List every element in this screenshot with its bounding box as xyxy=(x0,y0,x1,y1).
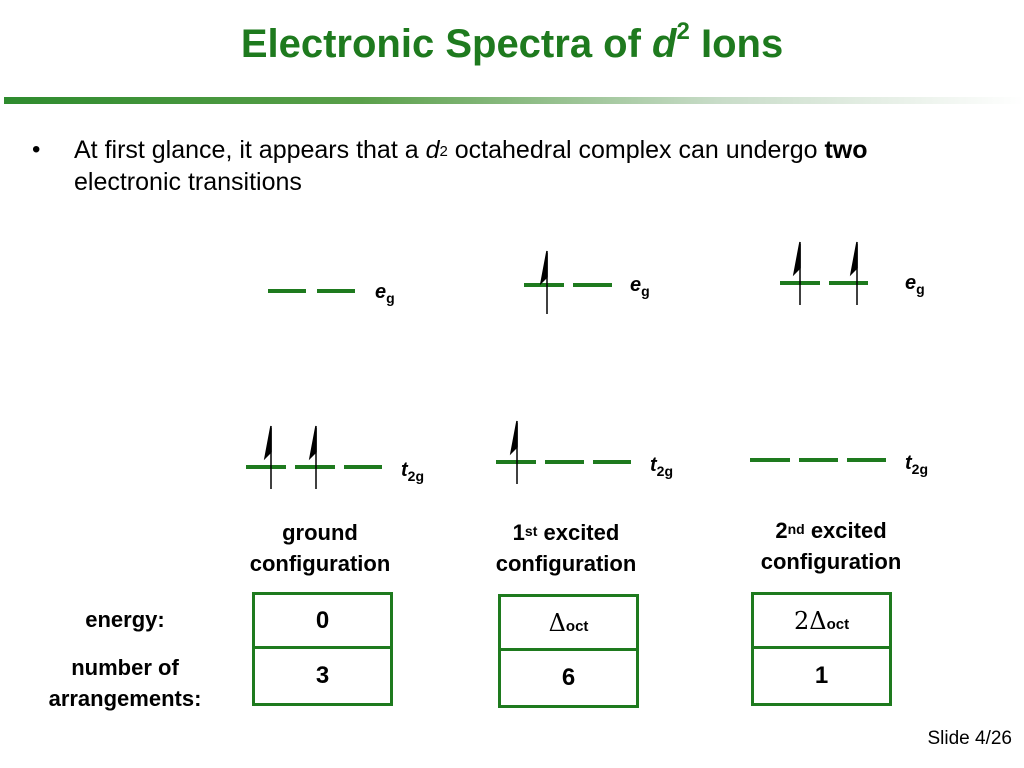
electron-arrow-icon xyxy=(509,420,518,484)
second-excited-arrangements: 1 xyxy=(814,662,829,689)
ground-energy: 0 xyxy=(255,595,390,649)
electron-arrow-icon xyxy=(308,425,317,489)
electron-arrow-icon xyxy=(849,241,858,305)
ground-value-box: 0 3 xyxy=(252,592,393,706)
bullet-text: At first glance, it appears that a d2 oc… xyxy=(74,136,868,196)
slide-number: Slide 4/26 xyxy=(927,728,1012,749)
slide-title: Electronic Spectra of d2 Ions xyxy=(240,18,784,66)
ground-arrangements: 3 xyxy=(315,662,330,689)
first-excited-arrangements: 6 xyxy=(561,664,576,691)
t2g-label: t2g xyxy=(905,452,929,477)
bullet-marker: • xyxy=(32,136,41,163)
eg-label: eg xyxy=(630,274,650,299)
title-divider xyxy=(4,97,1024,104)
t2g-label: t2g xyxy=(650,454,674,479)
eg-label: eg xyxy=(905,272,925,297)
energy-row-label: energy: xyxy=(85,607,165,632)
t2g-label: t2g xyxy=(401,459,425,484)
electron-arrow-icon xyxy=(792,241,801,305)
eg-label: eg xyxy=(375,281,395,306)
electron-arrow-icon xyxy=(539,250,548,314)
electron-arrow-icon xyxy=(263,425,272,489)
